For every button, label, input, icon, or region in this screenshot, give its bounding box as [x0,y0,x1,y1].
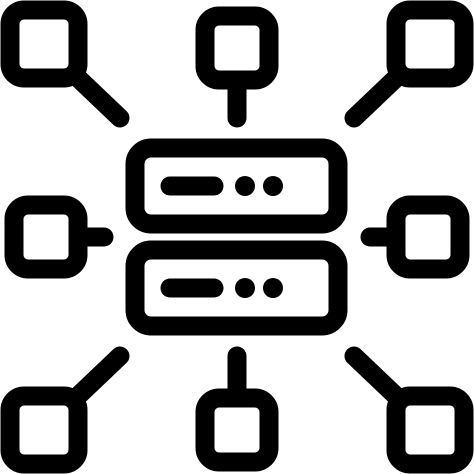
server-led-bottom-2 [263,278,283,298]
node-box [0,386,88,474]
node-bottom-center [195,346,279,472]
node-box [386,386,474,474]
node-top-left [0,0,130,128]
node-connector [68,68,130,128]
node-connector [344,346,406,406]
server-led-top-1 [235,176,255,196]
node-box [386,0,474,88]
node-connector [344,68,406,128]
server-unit-top [125,138,348,234]
node-box [195,6,279,90]
node-top-right [344,0,474,128]
node-middle-left [4,195,114,279]
server-unit-bottom [125,240,348,336]
server-led-bottom-1 [235,278,255,298]
node-box [0,0,88,88]
node-bottom-right [344,346,474,474]
server-led-top-2 [263,176,283,196]
node-box [195,388,279,472]
node-box [386,195,470,279]
node-top-center [195,6,279,128]
node-bottom-left [0,346,130,474]
node-middle-right [360,195,470,279]
node-connector [68,346,130,406]
node-box [4,195,88,279]
server-stack [125,138,348,336]
